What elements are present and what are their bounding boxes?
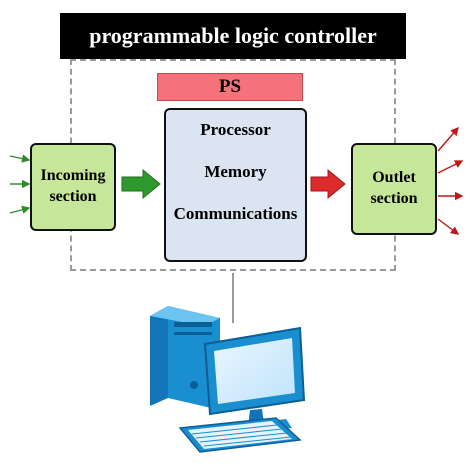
communications-label: Communications [173, 204, 298, 223]
input-signal-arrows [9, 154, 31, 214]
desktop-computer-icon [150, 306, 306, 434]
green-arrow-icon [121, 168, 161, 200]
outlet-label-line2: section [370, 190, 418, 207]
incoming-label-line2: section [49, 188, 97, 205]
processor-label: Processor [200, 120, 271, 139]
input-arrow-3 [9, 205, 31, 214]
outlet-section-box: Outlet section [351, 143, 437, 235]
input-arrow-1 [9, 154, 31, 163]
incoming-label-line1: Incoming [40, 167, 106, 185]
power-supply-box: PS [157, 73, 303, 101]
title-bar: programmable logic controller [60, 13, 406, 59]
output-arrow-1 [437, 126, 459, 152]
keyboard-icon [178, 417, 302, 453]
output-signal-arrows [437, 126, 464, 235]
incoming-section-box: Incoming section [30, 143, 116, 231]
red-arrow-icon [310, 168, 346, 200]
outlet-label-line1: Outlet [372, 169, 416, 187]
output-arrow-4 [437, 218, 460, 235]
output-arrow-2 [437, 160, 464, 174]
cpu-box: Processor Memory Communications [164, 108, 307, 262]
memory-label: Memory [204, 162, 267, 181]
